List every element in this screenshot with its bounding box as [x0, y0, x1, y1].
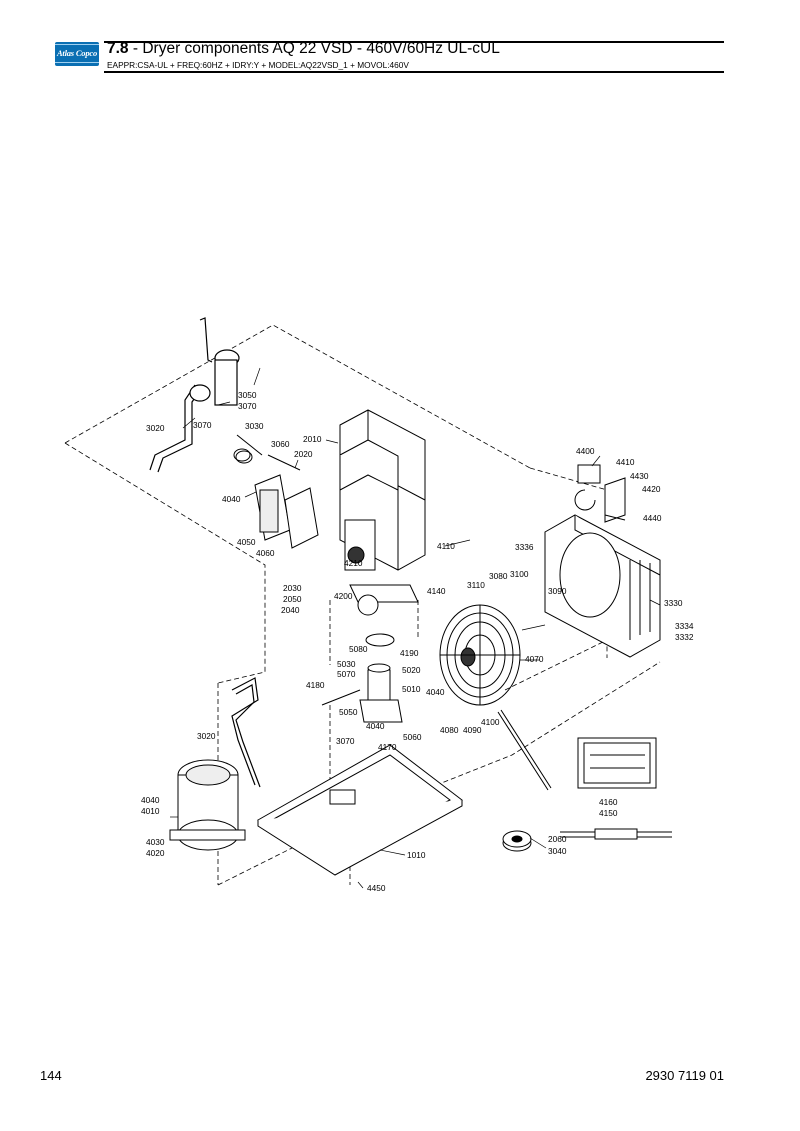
callout-4400: 4400	[576, 446, 595, 456]
callout-2030: 2030	[283, 583, 302, 593]
callout-4030: 4030	[146, 837, 165, 847]
callout-5070: 5070	[337, 669, 356, 679]
callout-3070: 3070	[193, 420, 212, 430]
callout-4020: 4020	[146, 848, 165, 858]
callout-2040: 2040	[281, 605, 300, 615]
atlas-copco-logo: Atlas Copco	[55, 42, 99, 66]
callout-3030: 3030	[245, 421, 264, 431]
callout-4040: 4040	[426, 687, 445, 697]
callout-3336: 3336	[515, 542, 534, 552]
callout-3070: 3070	[238, 401, 257, 411]
callout-5020: 5020	[402, 665, 421, 675]
callout-4080: 4080	[440, 725, 459, 735]
callout-4430: 4430	[630, 471, 649, 481]
callout-5080: 5080	[349, 644, 368, 654]
callout-4040: 4040	[141, 795, 160, 805]
section-title: - Dryer components AQ 22 VSD - 460V/60Hz…	[128, 40, 500, 57]
callout-labels: 3050 3070 3020 3070 3030 3060 2010 2020 …	[141, 390, 694, 893]
callout-4100: 4100	[481, 717, 500, 727]
callout-4440: 4440	[643, 513, 662, 523]
fan-4070	[439, 604, 552, 791]
callout-4180: 4180	[306, 680, 325, 690]
dryer-tank-2010	[339, 409, 426, 616]
callout-3334: 3334	[675, 621, 694, 631]
compressor-4010	[169, 759, 246, 851]
wiring-diagram-4160	[577, 737, 657, 789]
coil-3030	[233, 434, 301, 471]
brackets-4050-4060	[254, 474, 319, 549]
valve-assembly-5010	[321, 633, 403, 723]
callout-4410: 4410	[616, 457, 635, 467]
tape-roll-3040	[502, 830, 532, 852]
callout-3100: 3100	[510, 569, 529, 579]
callout-2050: 2050	[283, 594, 302, 604]
callout-4190: 4190	[400, 648, 419, 658]
callout-4210: 4210	[344, 558, 363, 568]
callout-4060: 4060	[256, 548, 275, 558]
callout-3110: 3110	[467, 580, 485, 590]
solenoid-4400	[574, 464, 626, 523]
page-number: 144	[40, 1068, 62, 1083]
configuration-subtitle: EAPPR:CSA-UL + FREQ:60HZ + IDRY:Y + MODE…	[107, 60, 409, 70]
callout-5030: 5030	[337, 659, 356, 669]
callout-4150: 4150	[599, 808, 618, 818]
callout-3050: 3050	[238, 390, 257, 400]
callout-1010: 1010	[407, 850, 426, 860]
callout-2010: 2010	[303, 434, 322, 444]
callout-4200: 4200	[334, 591, 353, 601]
callout-4040: 4040	[222, 494, 241, 504]
callout-3080: 3080	[489, 571, 508, 581]
header-rule-top	[104, 41, 724, 43]
callout-3090: 3090	[548, 586, 567, 596]
callout-3020: 3020	[146, 423, 165, 433]
callout-4070: 4070	[525, 654, 544, 664]
header-rule-bottom	[104, 71, 724, 73]
document-number: 2930 7119 01	[645, 1068, 724, 1083]
callout-5050: 5050	[339, 707, 358, 717]
callout-5010: 5010	[402, 684, 421, 694]
callout-4010: 4010	[141, 806, 160, 816]
callout-4450: 4450	[367, 883, 386, 893]
callout-4140: 4140	[427, 586, 446, 596]
leader-lines	[170, 367, 661, 889]
base-plate-1010	[257, 744, 463, 876]
logo-text: Atlas Copco	[56, 48, 98, 58]
callout-5060: 5060	[403, 732, 422, 742]
callout-3040: 3040	[548, 846, 567, 856]
callout-4170: 4170	[378, 742, 397, 752]
callout-3330: 3330	[664, 598, 683, 608]
callout-2060: 2060	[548, 834, 567, 844]
callout-4420: 4420	[642, 484, 661, 494]
pipe-3020-top	[149, 317, 240, 473]
callout-3060: 3060	[271, 439, 290, 449]
condenser-3330	[544, 514, 661, 658]
callout-4090: 4090	[463, 725, 482, 735]
callout-3332: 3332	[675, 632, 694, 642]
page-title: 7.8 - Dryer components AQ 22 VSD - 460V/…	[107, 40, 500, 58]
callout-4040: 4040	[366, 721, 385, 731]
callout-3070: 3070	[336, 736, 355, 746]
pipe-3020-bottom	[231, 677, 261, 788]
callout-4160: 4160	[599, 797, 618, 807]
tube-4150	[560, 828, 672, 840]
section-number: 7.8	[107, 40, 129, 57]
callout-4050: 4050	[237, 537, 256, 547]
callout-4110: 4110	[437, 541, 455, 551]
callout-2020: 2020	[294, 449, 313, 459]
callout-3020: 3020	[197, 731, 216, 741]
